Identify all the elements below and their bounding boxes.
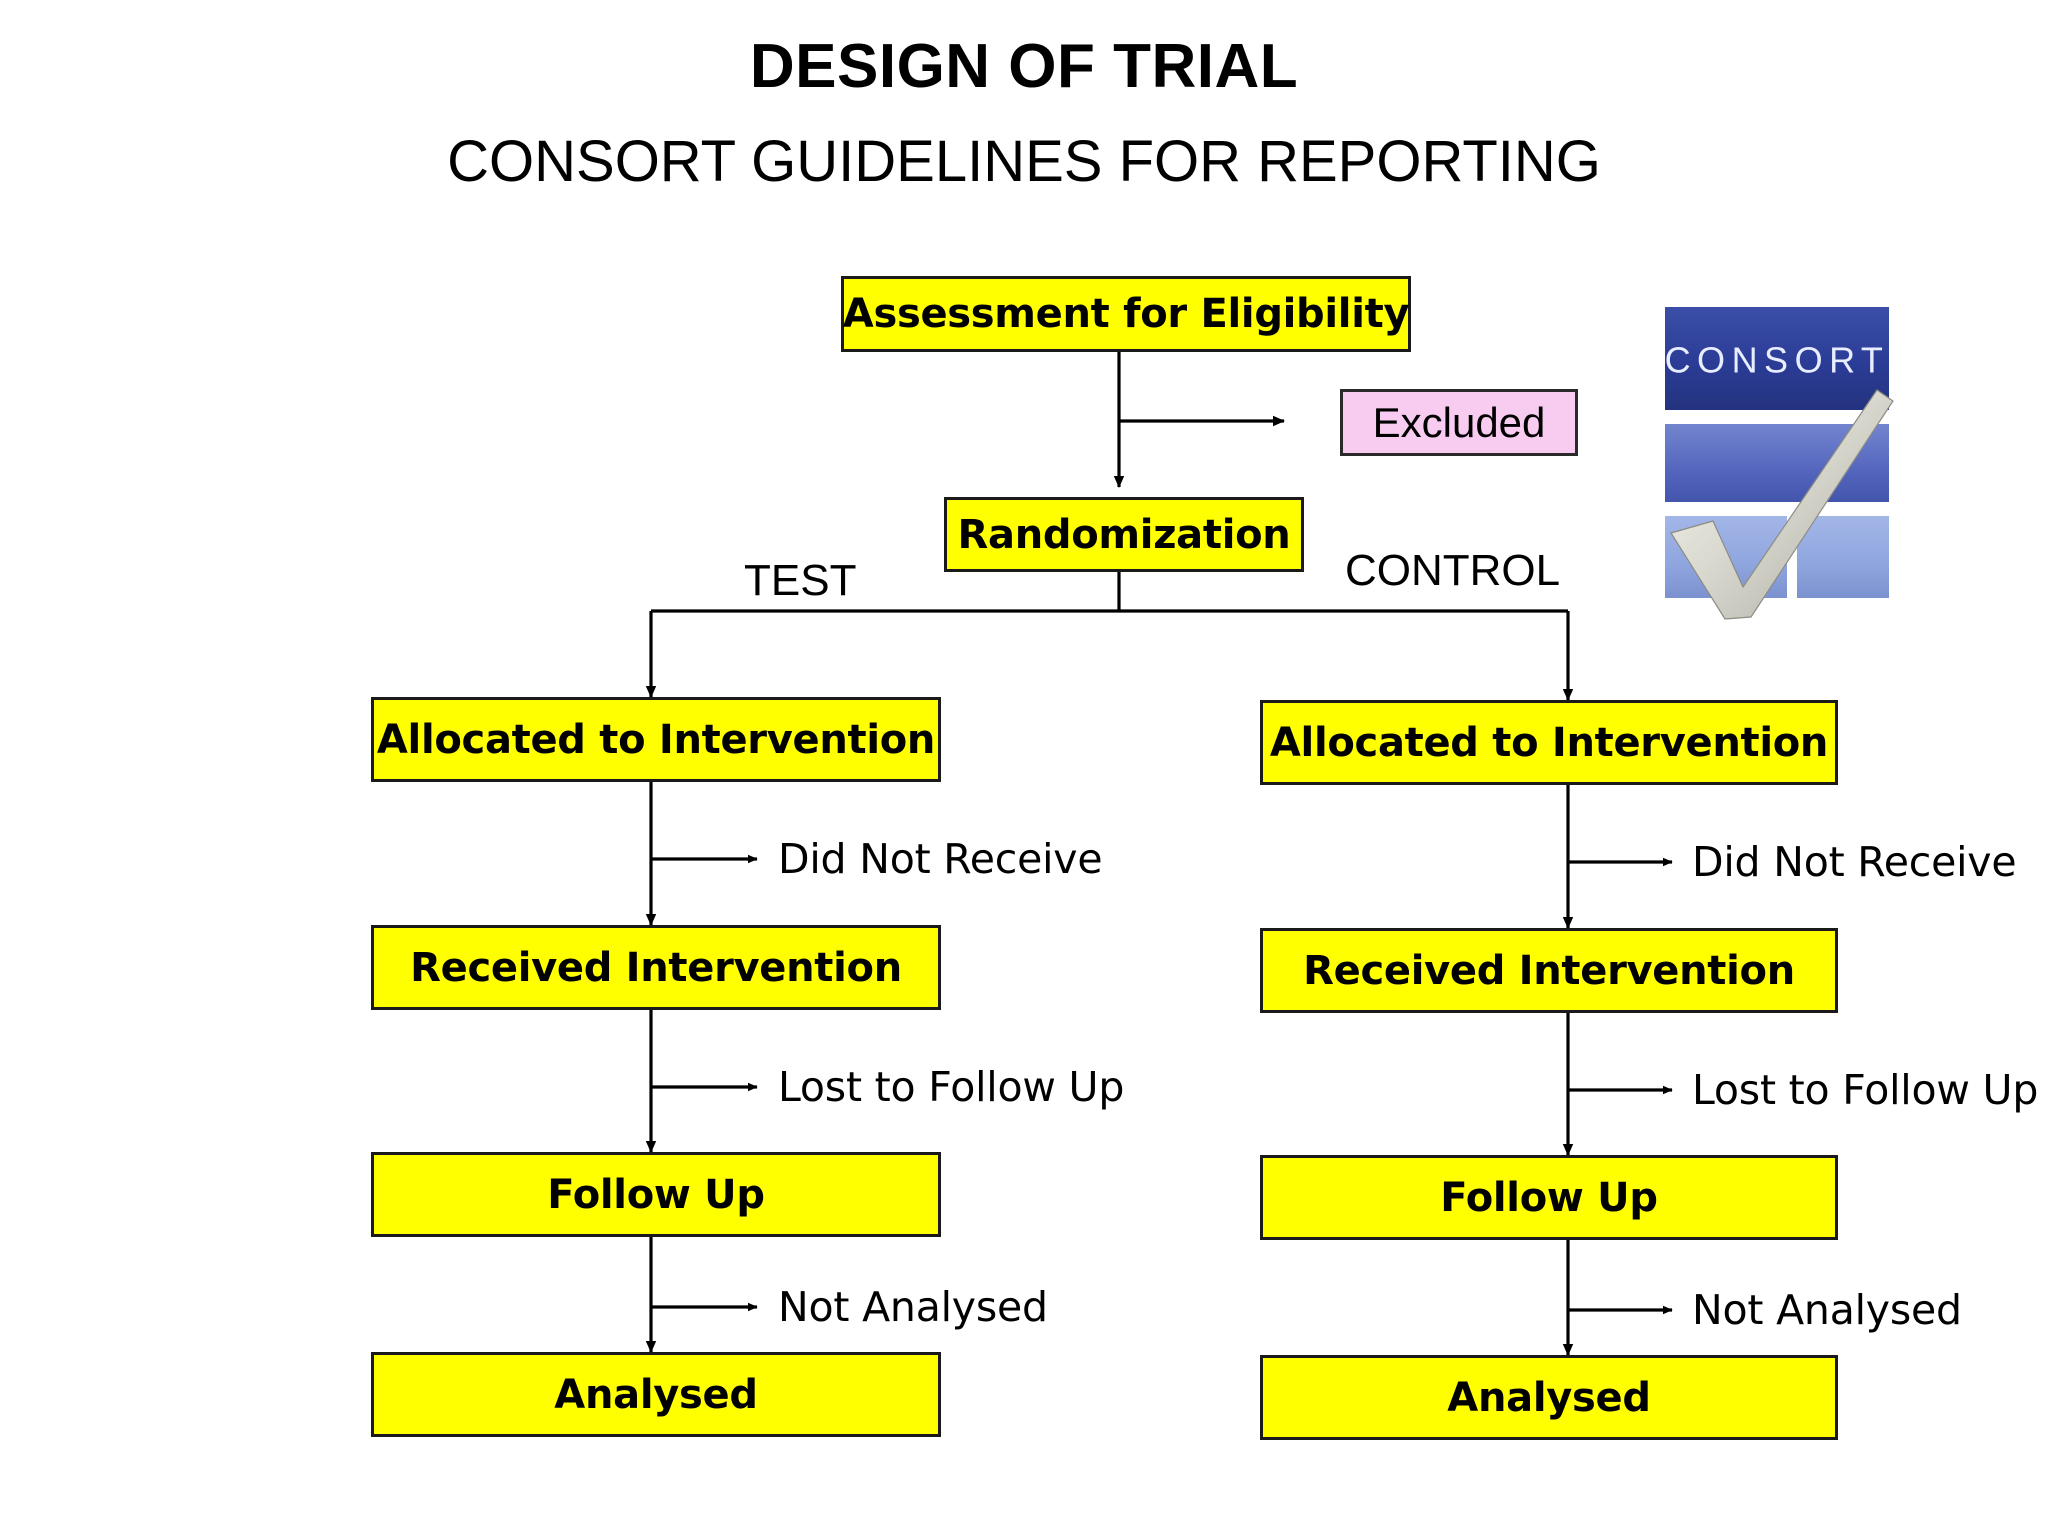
page-title: DESIGN OF TRIAL — [749, 32, 1299, 101]
node-control-allocated-to-intervention[interactable]: Allocated to Intervention — [1260, 700, 1838, 785]
label-control-not-analysed: Not Analysed — [1692, 1286, 1962, 1334]
check-icon — [1670, 389, 1894, 620]
label-test-lost-to-follow-up: Lost to Follow Up — [778, 1063, 1125, 1111]
node-control-follow-up[interactable]: Follow Up — [1260, 1155, 1838, 1240]
node-test-follow-up[interactable]: Follow Up — [371, 1152, 941, 1237]
consort-logo-icon: CONSORT — [1655, 297, 1899, 632]
label-test-not-analysed: Not Analysed — [778, 1283, 1048, 1331]
branch-label-test: TEST — [744, 556, 857, 605]
label-control-lost-to-follow-up: Lost to Follow Up — [1692, 1066, 2039, 1114]
label-control-did-not-receive: Did Not Receive — [1692, 838, 2017, 886]
node-randomization[interactable]: Randomization — [944, 497, 1304, 572]
label-test-did-not-receive: Did Not Receive — [778, 835, 1103, 883]
node-test-analysed[interactable]: Analysed — [371, 1352, 941, 1437]
node-control-received-intervention[interactable]: Received Intervention — [1260, 928, 1838, 1013]
consort-wordmark: CONSORT — [1665, 340, 1890, 381]
branch-label-control: CONTROL — [1345, 546, 1561, 595]
node-test-allocated-to-intervention[interactable]: Allocated to Intervention — [371, 697, 941, 782]
page-subtitle: CONSORT GUIDELINES FOR REPORTING — [447, 129, 1601, 194]
node-excluded[interactable]: Excluded — [1340, 389, 1578, 456]
node-test-received-intervention[interactable]: Received Intervention — [371, 925, 941, 1010]
node-assessment-for-eligibility[interactable]: Assessment for Eligibility — [841, 276, 1411, 352]
node-control-analysed[interactable]: Analysed — [1260, 1355, 1838, 1440]
